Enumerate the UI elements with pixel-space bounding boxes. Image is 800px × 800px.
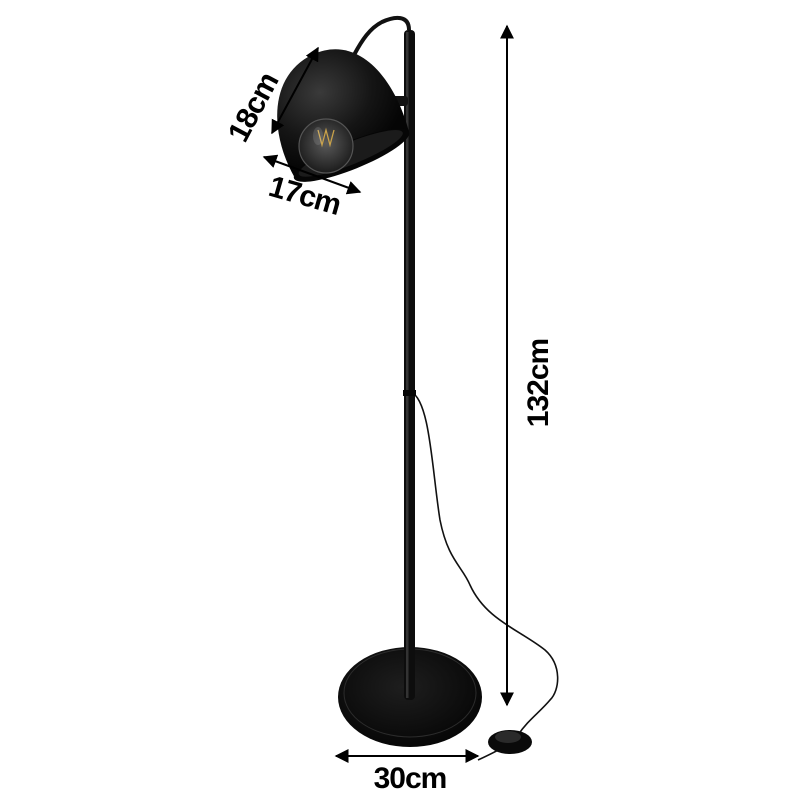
shade-arm-cable (352, 15, 411, 56)
shade-width-label: 17cm (265, 170, 344, 222)
shade-height-label: 18cm (222, 68, 285, 148)
total-height-label: 132cm (522, 339, 555, 427)
total-height-dimension: 132cm (500, 24, 555, 707)
base-diameter-dimension: 30cm (334, 749, 480, 795)
base-diameter-label: 30cm (374, 762, 447, 795)
lamp-pole (403, 30, 416, 700)
light-bulb (298, 118, 354, 174)
foot-switch (488, 730, 532, 754)
